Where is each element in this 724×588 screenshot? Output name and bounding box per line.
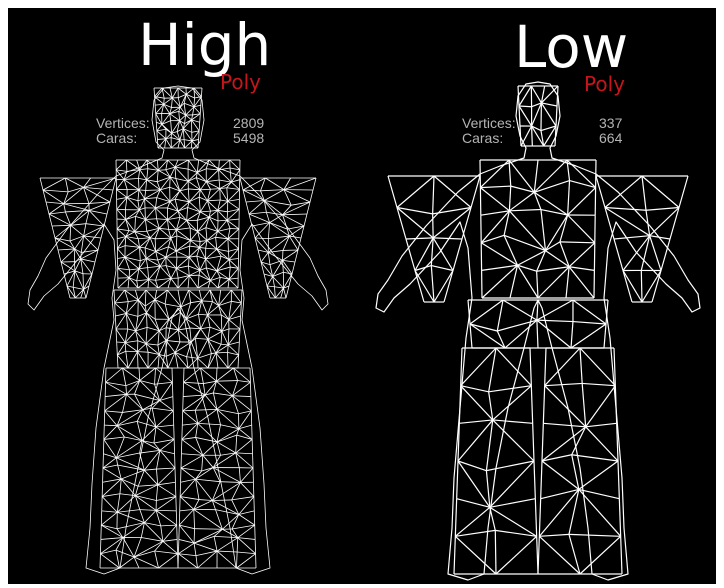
high-title: High [138, 16, 271, 74]
low-faces-row: Caras: 664 [462, 131, 642, 146]
high-stats: Vertices: 2809 Caras: 5498 [96, 116, 276, 146]
low-vertices-label: Vertices: [462, 116, 516, 131]
high-vertices-label: Vertices: [96, 116, 150, 131]
high-poly-panel: High Poly Vertices: 2809 Caras: 5498 [8, 8, 362, 584]
high-faces-value: 5498 [233, 131, 264, 146]
low-vertices-row: Vertices: 337 [462, 116, 642, 131]
low-faces-label: Caras: [462, 131, 503, 146]
low-stats: Vertices: 337 Caras: 664 [462, 116, 642, 146]
low-poly-panel: Low Poly Vertices: 337 Caras: 664 [362, 8, 716, 584]
low-vertices-value: 337 [599, 116, 622, 131]
low-title: Low [514, 18, 628, 76]
low-poly-subtitle: Poly [584, 74, 625, 94]
low-poly-wireframe-figure [362, 8, 716, 584]
high-faces-label: Caras: [96, 131, 137, 146]
high-poly-wireframe-figure [8, 8, 362, 584]
high-vertices-value: 2809 [233, 116, 264, 131]
high-vertices-row: Vertices: 2809 [96, 116, 276, 131]
comparison-figure: High Poly Vertices: 2809 Caras: 5498 Low… [8, 8, 716, 584]
low-faces-value: 664 [599, 131, 622, 146]
high-poly-subtitle: Poly [220, 72, 261, 92]
high-faces-row: Caras: 5498 [96, 131, 276, 146]
